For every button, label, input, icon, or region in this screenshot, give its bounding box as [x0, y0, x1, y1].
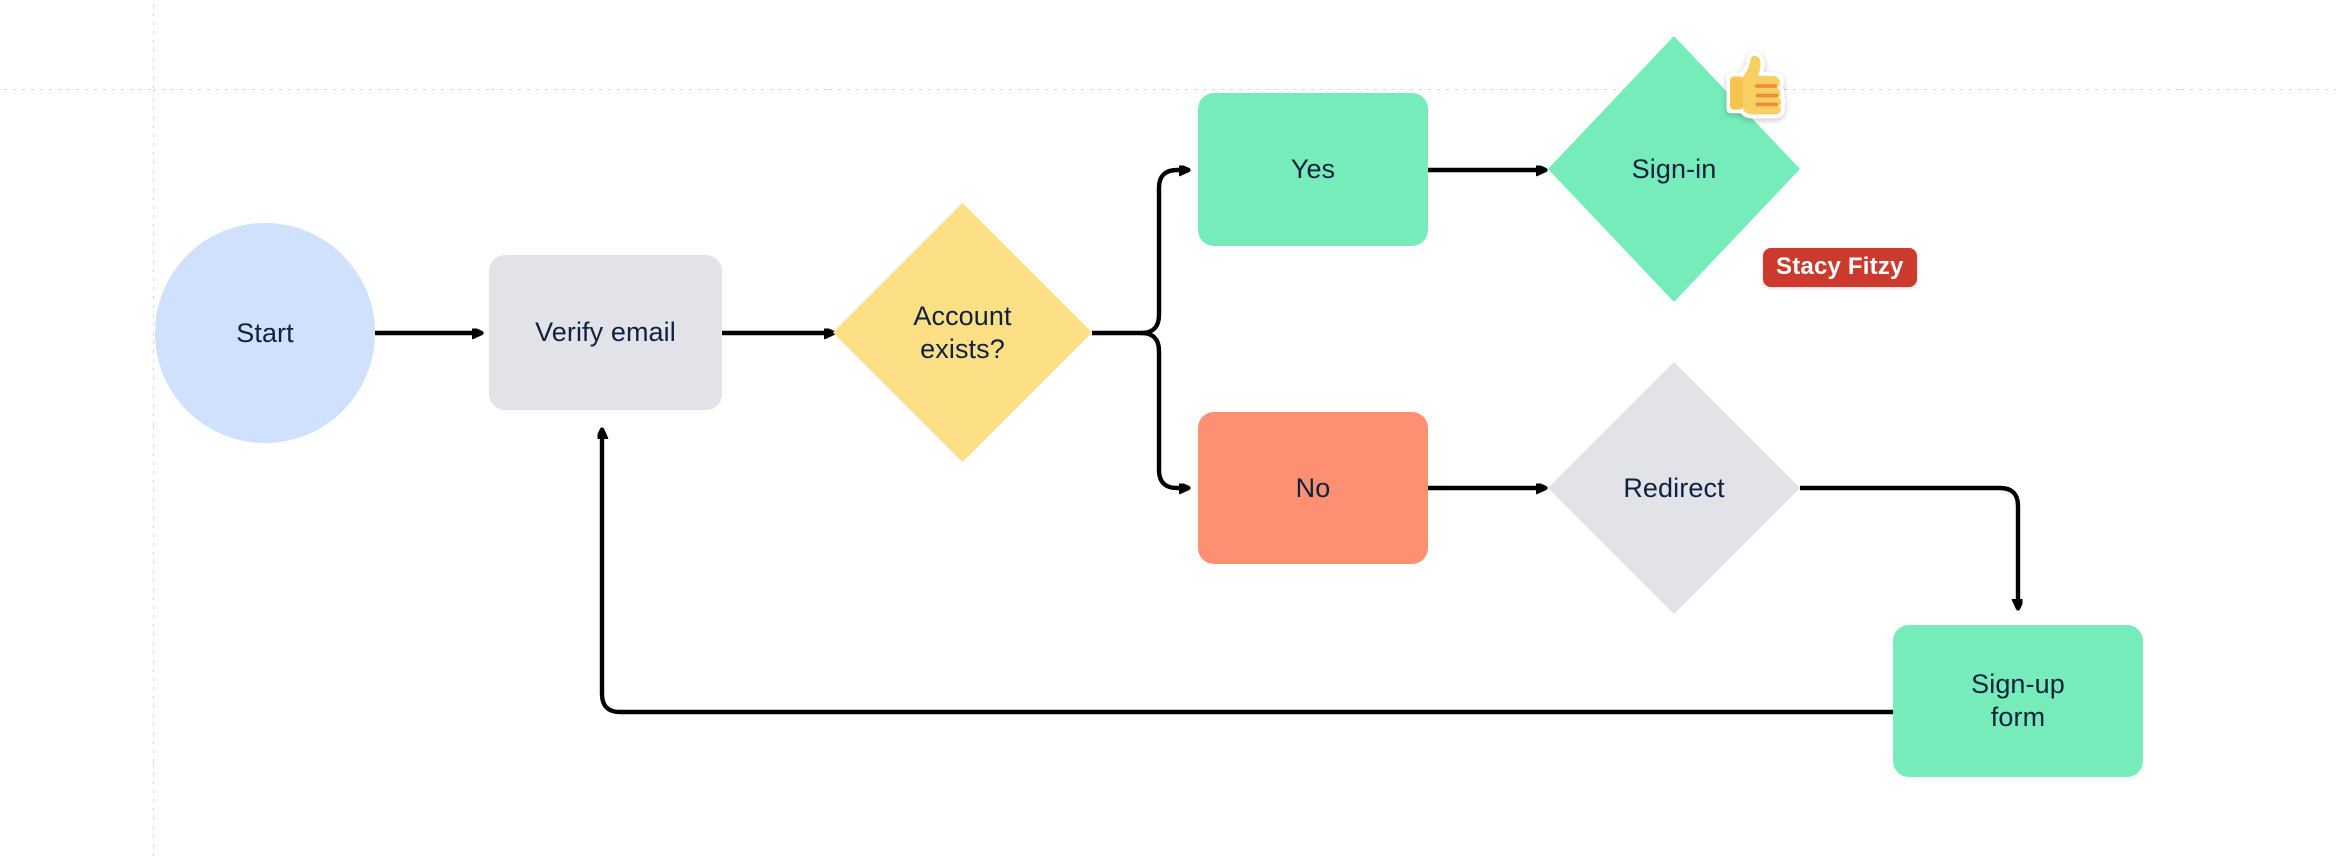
node-account-exists-label: Account exists?: [913, 300, 1012, 364]
node-sign-in-label: Sign-in: [1631, 153, 1717, 184]
node-start[interactable]: Start: [155, 223, 375, 443]
node-yes[interactable]: Yes: [1198, 93, 1428, 246]
node-sign-up-form-label: Sign-up form: [1971, 669, 2065, 732]
thumbs-up-icon[interactable]: [1714, 45, 1790, 121]
node-verify-email[interactable]: Verify email: [489, 255, 722, 410]
node-no-label: No: [1295, 472, 1331, 503]
node-yes-label: Yes: [1290, 154, 1336, 185]
edge-redirect-to-signup: [1800, 485, 2018, 608]
thumbs-up-glyph: [1726, 51, 1786, 119]
cursor-name-label: Stacy Fitzy: [1763, 248, 1917, 287]
node-no[interactable]: No: [1198, 412, 1428, 564]
edge-account-to-yes: [1140, 170, 1188, 336]
node-account-exists[interactable]: Account exists?: [833, 203, 1092, 462]
node-redirect-label: Redirect: [1623, 472, 1725, 503]
node-verify-email-label: Verify email: [535, 317, 676, 348]
node-sign-up-form[interactable]: Sign-up form: [1893, 625, 2143, 777]
edge-account-to-no: [1140, 330, 1188, 488]
node-redirect[interactable]: Redirect: [1548, 362, 1800, 614]
node-sign-in[interactable]: Sign-in: [1548, 36, 1800, 302]
node-start-label: Start: [236, 317, 294, 348]
remote-cursor: Stacy Fitzy: [1758, 231, 1917, 287]
